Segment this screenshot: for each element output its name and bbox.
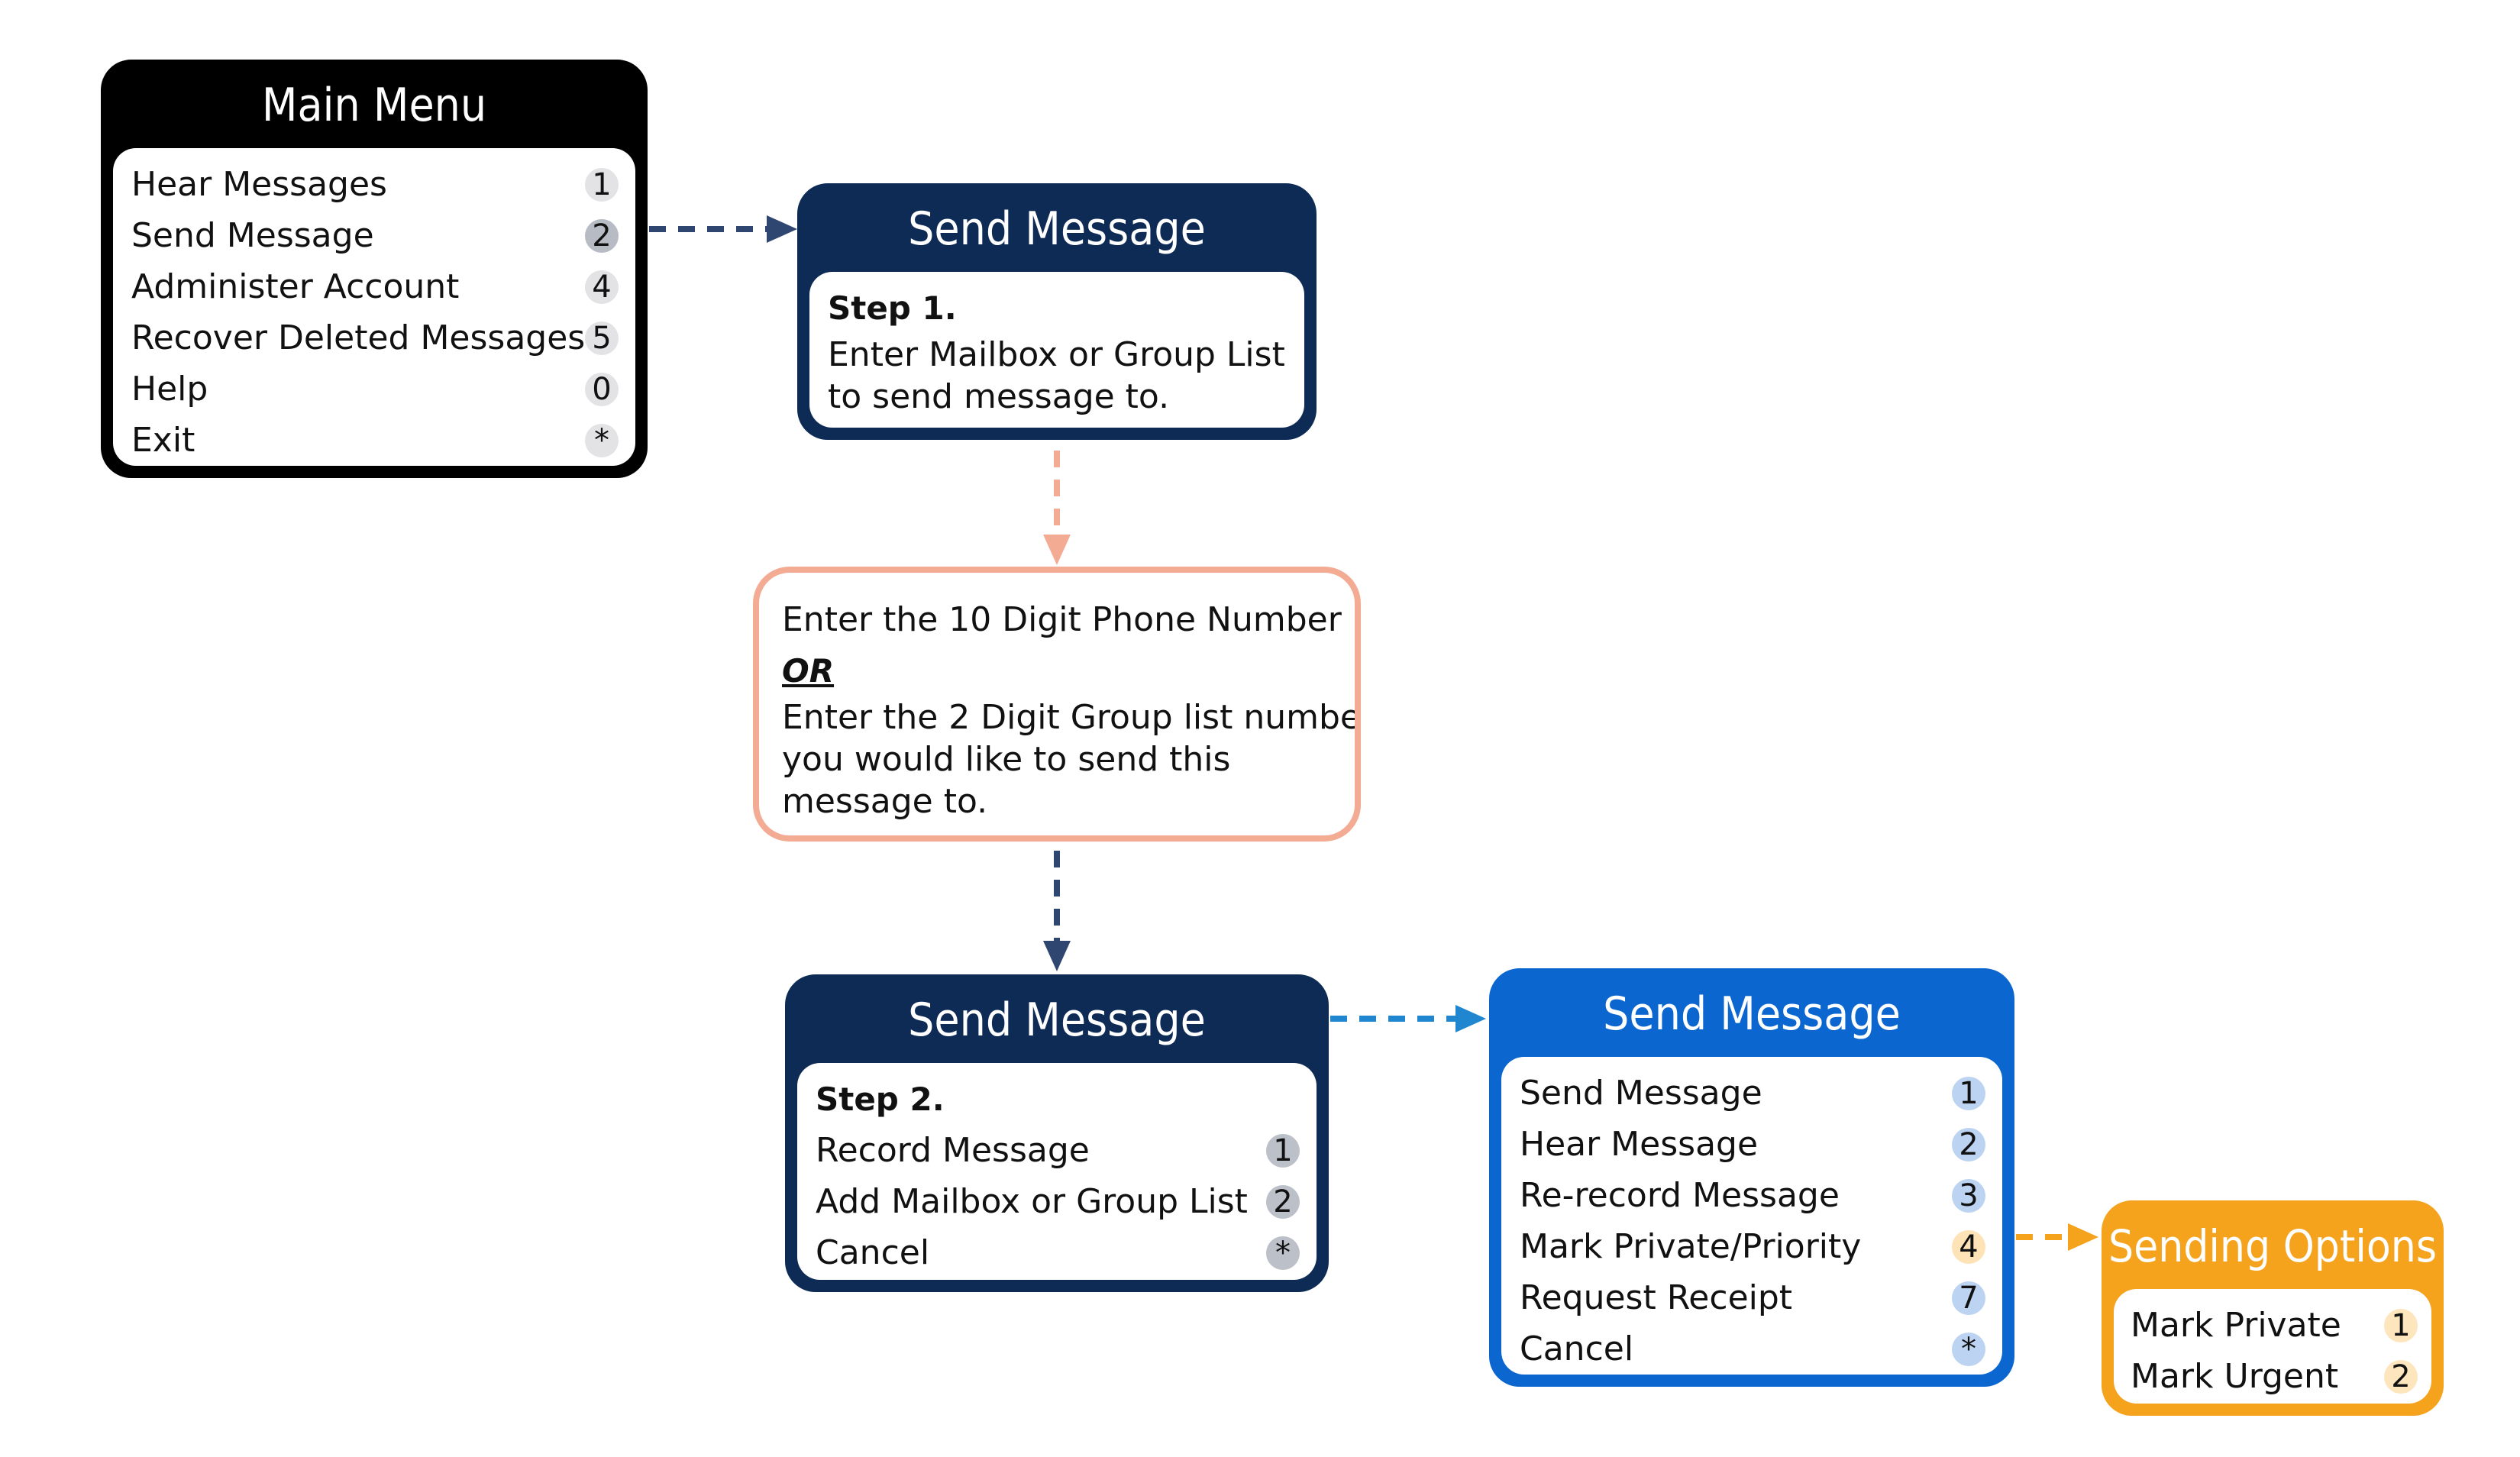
menu-item-label: Add Mailbox or Group List xyxy=(816,1182,1248,1221)
send-step1-title: Send Message xyxy=(908,202,1206,256)
menu-item-label: Record Message xyxy=(816,1131,1090,1170)
sending-options-title: Sending Options xyxy=(2108,1220,2438,1272)
menu-item-hear-message[interactable]: Hear Message 2 xyxy=(1520,1119,1985,1170)
menu-item-label: Re-record Message xyxy=(1520,1176,1840,1215)
send-message-step1-box: Send Message Step 1. Enter Mailbox or Gr… xyxy=(797,183,1317,440)
menu-item-hear-messages[interactable]: Hear Messages 1 xyxy=(131,159,619,210)
menu-item-administer-account[interactable]: Administer Account 4 xyxy=(131,261,619,312)
step2-label: Step 2. xyxy=(816,1081,945,1118)
menu-item-exit[interactable]: Exit * xyxy=(131,415,619,466)
sending-options-list: Mark Private 1 Mark Urgent 2 xyxy=(2114,1289,2431,1404)
connector-step2-to-send-options xyxy=(1330,1005,1486,1032)
send-options-list: Send Message 1 Hear Message 2 Re-record … xyxy=(1501,1057,2002,1375)
menu-item-label: Cancel xyxy=(1520,1329,1634,1368)
menu-item-label: Hear Message xyxy=(1520,1125,1759,1164)
key-badge: 4 xyxy=(585,270,619,304)
enter-number-line2: Enter the 2 Digit Group list number xyxy=(782,698,1361,737)
menu-item-mark-private-priority[interactable]: Mark Private/Priority 4 xyxy=(1520,1221,1985,1272)
send-step2-body: Step 2. Record Message 1 Add Mailbox or … xyxy=(797,1063,1317,1280)
send-message-options-box: Send Message Send Message 1 Hear Message… xyxy=(1489,968,2014,1387)
menu-item-record-message[interactable]: Record Message 1 xyxy=(816,1125,1300,1176)
connector-step1-to-enter-number xyxy=(1043,451,1071,565)
menu-item-label: Request Receipt xyxy=(1520,1278,1793,1317)
key-badge: 1 xyxy=(1952,1077,1985,1110)
connector-enter-number-to-step2 xyxy=(1043,851,1071,971)
step1-line2: to send message to. xyxy=(828,377,1170,416)
send-options-title: Send Message xyxy=(1603,987,1901,1041)
main-menu-list: Hear Messages 1 Send Message 2 Administe… xyxy=(113,148,635,466)
key-badge: 0 xyxy=(585,373,619,406)
menu-item-cancel[interactable]: Cancel * xyxy=(1520,1323,1985,1375)
menu-item-request-receipt[interactable]: Request Receipt 7 xyxy=(1520,1272,1985,1323)
key-badge: 5 xyxy=(585,321,619,355)
key-badge: 7 xyxy=(1952,1281,1985,1315)
key-badge: 1 xyxy=(1266,1134,1300,1168)
menu-item-label: Mark Private/Priority xyxy=(1520,1227,1862,1266)
send-step2-title: Send Message xyxy=(908,993,1206,1047)
key-badge: 1 xyxy=(2384,1309,2418,1342)
enter-number-box: Enter the 10 Digit Phone Number OR Enter… xyxy=(753,567,1361,842)
menu-item-recover-deleted-messages[interactable]: Recover Deleted Messages 5 xyxy=(131,312,619,363)
key-badge: * xyxy=(1266,1236,1300,1270)
sending-options-box: Sending Options Mark Private 1 Mark Urge… xyxy=(2102,1200,2444,1416)
key-badge: 3 xyxy=(1952,1179,1985,1213)
key-badge: 4 xyxy=(1952,1230,1985,1264)
or-label: OR xyxy=(782,652,835,690)
key-badge: 2 xyxy=(1266,1185,1300,1219)
menu-item-label: Send Message xyxy=(131,216,374,255)
step1-line1: Enter Mailbox or Group List xyxy=(828,335,1285,374)
menu-item-label: Mark Urgent xyxy=(2131,1357,2339,1396)
menu-item-label: Send Message xyxy=(1520,1074,1762,1113)
connector-send-options-to-sending-options xyxy=(2016,1223,2098,1251)
menu-item-mark-urgent[interactable]: Mark Urgent 2 xyxy=(2131,1351,2418,1402)
enter-number-line3: you would like to send this xyxy=(782,740,1231,779)
menu-item-send-message[interactable]: Send Message 2 xyxy=(131,210,619,261)
enter-number-body: Enter the 10 Digit Phone Number OR Enter… xyxy=(759,573,1355,822)
enter-number-line4: message to. xyxy=(782,782,988,821)
menu-item-mark-private[interactable]: Mark Private 1 xyxy=(2131,1300,2418,1351)
send-message-step2-box: Send Message Step 2. Record Message 1 Ad… xyxy=(785,974,1329,1292)
menu-item-label: Mark Private xyxy=(2131,1306,2341,1345)
menu-item-label: Recover Deleted Messages xyxy=(131,318,586,357)
step1-label: Step 1. xyxy=(828,289,957,327)
key-badge: 2 xyxy=(2384,1360,2418,1394)
connector-main-to-send-step1 xyxy=(649,215,797,243)
enter-number-line1: Enter the 10 Digit Phone Number xyxy=(782,600,1342,639)
menu-item-help[interactable]: Help 0 xyxy=(131,363,619,415)
menu-item-cancel[interactable]: Cancel * xyxy=(816,1227,1300,1278)
menu-item-add-mailbox[interactable]: Add Mailbox or Group List 2 xyxy=(816,1176,1300,1227)
main-menu-title: Main Menu xyxy=(261,79,487,132)
menu-item-label: Hear Messages xyxy=(131,165,387,204)
menu-item-label: Exit xyxy=(131,421,195,460)
main-menu-box: Main Menu Hear Messages 1 Send Message 2… xyxy=(101,60,648,478)
menu-item-send-message[interactable]: Send Message 1 xyxy=(1520,1068,1985,1119)
key-badge: * xyxy=(585,424,619,457)
send-step1-body: Step 1. Enter Mailbox or Group List to s… xyxy=(809,272,1304,428)
key-badge: 1 xyxy=(585,168,619,202)
menu-item-label: Help xyxy=(131,370,208,409)
key-badge: * xyxy=(1952,1333,1985,1366)
key-badge: 2 xyxy=(1952,1128,1985,1161)
key-badge: 2 xyxy=(585,219,619,253)
menu-item-re-record-message[interactable]: Re-record Message 3 xyxy=(1520,1170,1985,1221)
menu-item-label: Administer Account xyxy=(131,267,460,306)
menu-item-label: Cancel xyxy=(816,1233,930,1272)
